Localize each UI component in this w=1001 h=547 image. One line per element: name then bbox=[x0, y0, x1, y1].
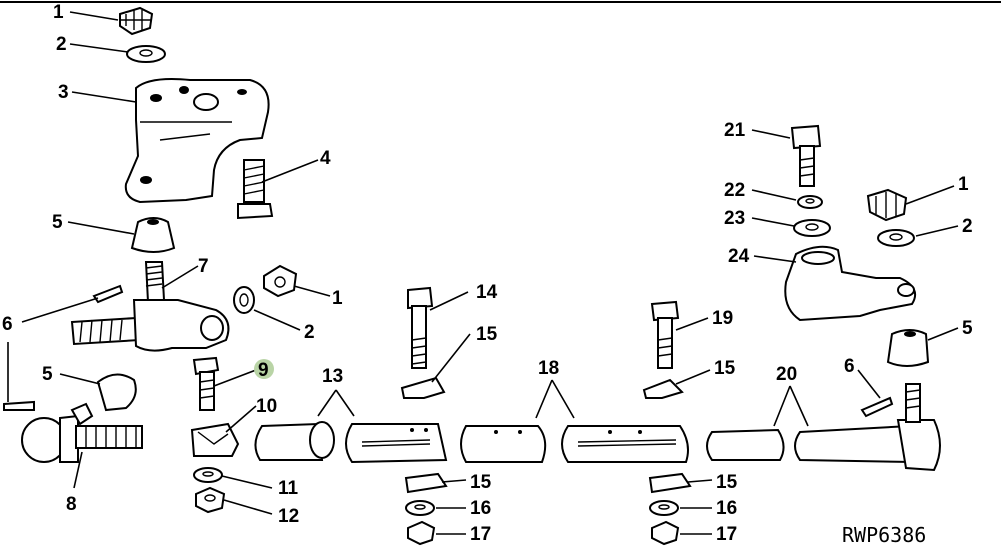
bolt-14 bbox=[407, 286, 434, 369]
bolt-4 bbox=[237, 159, 274, 220]
clamp-10 bbox=[190, 422, 240, 457]
washer-right bbox=[877, 229, 915, 247]
callout-5-upper-left: 5 bbox=[52, 212, 63, 233]
callout-2-mid-left: 2 bbox=[304, 322, 315, 343]
tube-short-13 bbox=[254, 421, 335, 461]
tube-18-a bbox=[460, 425, 547, 463]
callout-15-lower-right: 15 bbox=[716, 472, 738, 493]
callout-11: 11 bbox=[278, 478, 299, 499]
clamp-15-mid-left bbox=[400, 376, 446, 399]
callout-1-top-left: 1 bbox=[53, 2, 64, 23]
callout-18: 18 bbox=[538, 358, 559, 379]
callout-10: 10 bbox=[256, 396, 277, 417]
callout-12: 12 bbox=[278, 506, 299, 527]
callout-16-right: 16 bbox=[716, 498, 737, 519]
clamp-15-lower-left bbox=[404, 472, 448, 494]
callout-16-left: 16 bbox=[470, 498, 491, 519]
callout-6-left: 6 bbox=[2, 314, 13, 335]
clamp-15-lower-right bbox=[648, 472, 692, 494]
callout-1-mid-left: 1 bbox=[332, 288, 343, 309]
callout-1-right: 1 bbox=[958, 174, 969, 195]
callout-13: 13 bbox=[322, 366, 343, 387]
leader-lines bbox=[7, 11, 959, 535]
nut-17-left bbox=[407, 520, 436, 546]
ball-joint-8 bbox=[21, 402, 143, 463]
callout-6-right: 6 bbox=[844, 356, 855, 377]
callout-4: 4 bbox=[320, 148, 331, 169]
callout-2-right: 2 bbox=[962, 216, 973, 237]
callout-20: 20 bbox=[776, 364, 797, 385]
washer-11 bbox=[193, 467, 223, 483]
callout-labels: 1 2 3 4 5 6 7 1 2 5 8 9 10 11 12 13 14 1… bbox=[2, 2, 973, 547]
callout-9: 9 bbox=[258, 360, 269, 381]
callout-19: 19 bbox=[712, 308, 733, 329]
callout-5-right: 5 bbox=[962, 318, 973, 339]
castle-nut-top-left bbox=[119, 6, 154, 36]
callout-2-top-left: 2 bbox=[56, 34, 67, 55]
callout-7: 7 bbox=[198, 256, 209, 277]
steering-arm-24 bbox=[784, 245, 916, 322]
callout-15-lower-left: 15 bbox=[470, 472, 492, 493]
callout-24: 24 bbox=[728, 246, 750, 267]
castle-nut-right bbox=[866, 188, 908, 222]
washer-22 bbox=[797, 195, 823, 209]
stud-right bbox=[905, 383, 921, 423]
washer-mid-left bbox=[233, 286, 255, 314]
callout-9-highlight bbox=[254, 359, 274, 379]
callout-23: 23 bbox=[724, 208, 745, 229]
nut-12 bbox=[195, 486, 226, 514]
steering-bracket bbox=[124, 78, 270, 204]
tube-20-b bbox=[794, 419, 941, 472]
washer-16-right bbox=[649, 500, 679, 516]
callout-21: 21 bbox=[724, 120, 746, 141]
tube-18-b bbox=[561, 425, 689, 463]
bolt-9 bbox=[192, 356, 220, 411]
callout-14: 14 bbox=[476, 282, 498, 303]
callout-17-right: 17 bbox=[716, 524, 737, 545]
dust-boot-left-lower bbox=[96, 373, 137, 412]
figure-code: RWP6386 bbox=[842, 523, 926, 547]
washer-23 bbox=[793, 219, 831, 237]
washer-16-left bbox=[405, 500, 435, 516]
tie-rod-end-left bbox=[70, 261, 230, 352]
tube-20-a bbox=[706, 428, 785, 461]
callout-15-mid-right: 15 bbox=[714, 358, 736, 379]
cotter-pin-right bbox=[860, 396, 894, 418]
castle-nut-mid-left bbox=[263, 264, 298, 298]
cotter-pin-left-lower bbox=[3, 400, 35, 411]
callout-15-mid-left: 15 bbox=[476, 324, 498, 345]
nut-17-right bbox=[651, 520, 680, 546]
callout-8: 8 bbox=[66, 494, 77, 515]
tube-slotted-13 bbox=[345, 423, 448, 464]
callout-22: 22 bbox=[724, 180, 745, 201]
clamp-15-mid-right bbox=[642, 378, 684, 399]
callout-17-left: 17 bbox=[470, 524, 491, 545]
callout-3: 3 bbox=[58, 82, 69, 103]
cotter-pin-left-upper bbox=[92, 284, 124, 304]
bolt-21 bbox=[790, 124, 822, 187]
washer-top-left bbox=[126, 45, 166, 63]
dust-boot-right bbox=[886, 329, 930, 367]
bolt-19 bbox=[650, 300, 680, 369]
callout-5-lower-left: 5 bbox=[42, 364, 53, 385]
dust-boot-left-upper bbox=[130, 217, 176, 253]
